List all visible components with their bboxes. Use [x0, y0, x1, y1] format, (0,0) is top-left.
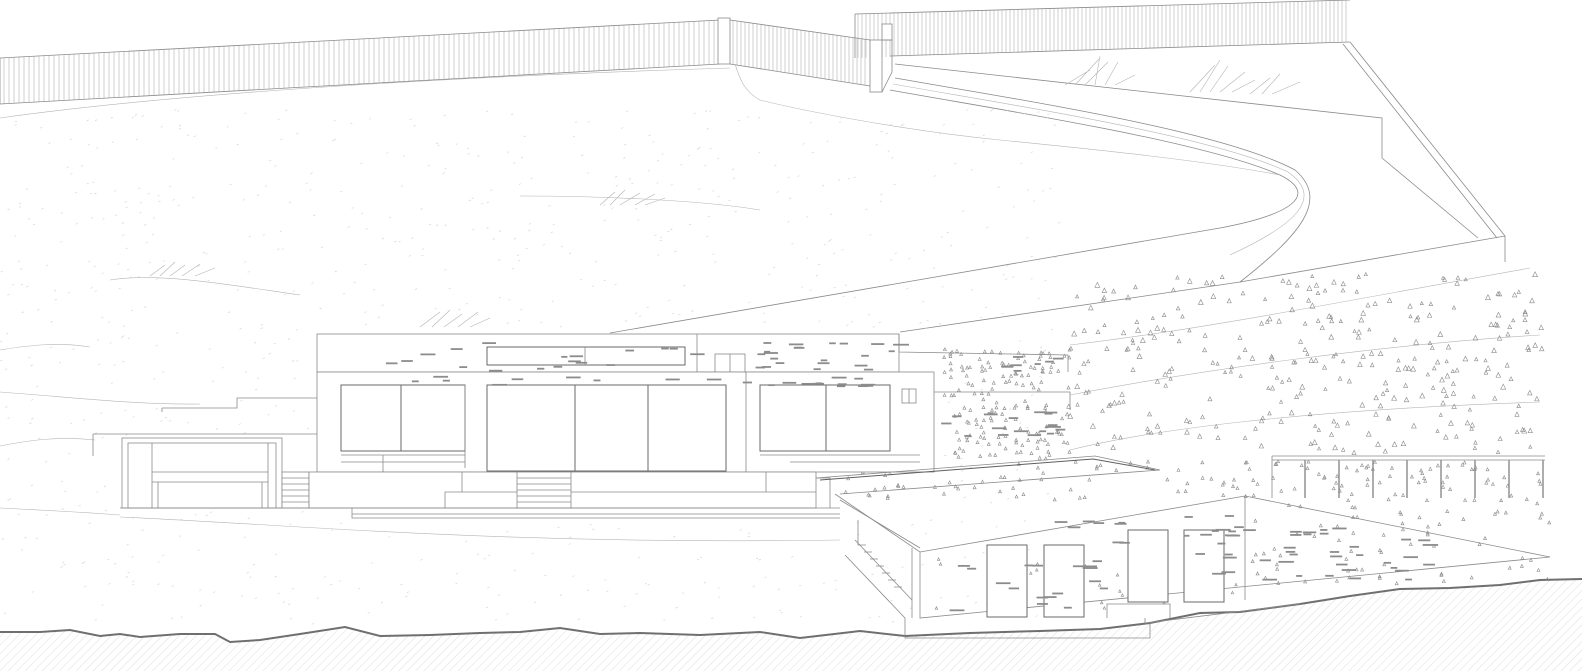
gate-post	[869, 23, 893, 93]
pergola-posts	[1304, 460, 1544, 498]
retaining-wall-right	[894, 41, 1506, 283]
perimeter-fence-left	[0, 19, 721, 105]
terrace-plinth	[120, 471, 840, 519]
lower-window-1	[986, 544, 1028, 618]
stairs-lower	[844, 520, 913, 619]
clerestory-window	[486, 346, 686, 366]
driveway	[609, 77, 1311, 334]
stone-cladding-marks	[385, 342, 1439, 612]
window-left-2	[400, 384, 466, 452]
ground-section-hatch	[0, 579, 1582, 671]
window-center-3	[647, 384, 727, 472]
rubble-triangles	[843, 271, 1552, 610]
vegetation-tufts	[149, 55, 1301, 328]
window-right-1	[759, 384, 827, 452]
fence-pillar	[717, 17, 731, 65]
lower-volume	[815, 455, 1551, 639]
perimeter-fence-right	[854, 0, 1351, 58]
upper-volume	[316, 333, 1069, 373]
window-center-2	[574, 384, 649, 472]
terrain-contours	[0, 63, 1541, 542]
lower-window-4	[1183, 529, 1225, 603]
window-left-1	[340, 384, 402, 452]
window-right-2	[825, 384, 891, 452]
stairs-left	[281, 471, 310, 509]
window-center-1	[486, 384, 576, 472]
garage-pavilion	[92, 397, 317, 509]
lower-window-2	[1043, 544, 1085, 618]
pergola-right	[1271, 455, 1545, 498]
lower-window-3	[1127, 529, 1169, 603]
lawn-stipple	[0, 108, 1061, 625]
perimeter-fence-middle	[729, 19, 871, 87]
main-volume	[316, 371, 1071, 473]
